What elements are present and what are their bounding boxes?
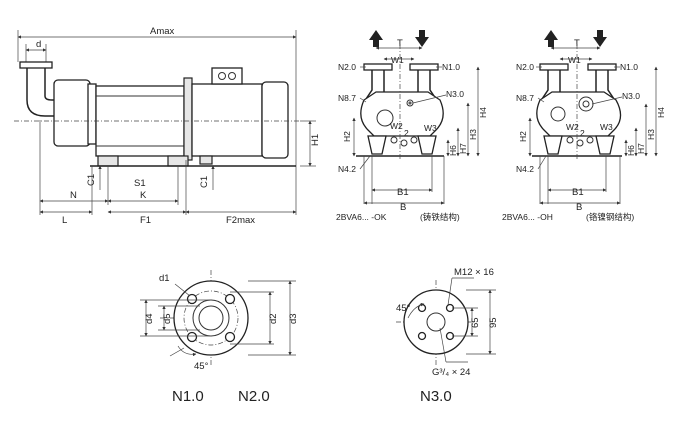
ok-n2-label: N2.0	[338, 62, 356, 72]
f2max-label: F2max	[226, 215, 255, 226]
h1-label: H1	[310, 134, 321, 146]
inlet-arrow-icon	[369, 30, 383, 47]
oh-h6-label: H6	[626, 145, 636, 156]
ok-t-label: T	[397, 38, 403, 49]
d5-label: d5	[162, 313, 173, 324]
oh-n2-label: N2.0	[516, 62, 534, 72]
oh-num2-label: 2	[580, 128, 585, 138]
side-view: Amax d H1	[14, 26, 321, 226]
ok-w3-label: W3	[424, 123, 437, 133]
front-view-oh: T W1 N2.0 N1.0 N8.7 N3.0 W2 W3 2 N4.2 H2	[502, 30, 666, 222]
ok-w1-label: W1	[391, 55, 404, 65]
d-label: d	[36, 39, 41, 50]
oh-inlet-arrow-icon	[544, 30, 558, 47]
front-view-ok: T W1 N2.0 N1.0 N8.7 N3.0 W2 W3	[336, 30, 488, 222]
oh-b1-label: B1	[572, 187, 584, 198]
ok-w2-label: W2	[390, 121, 403, 131]
oh-n4-label: N4.2	[516, 164, 534, 174]
ok-n3-label: N3.0	[446, 89, 464, 99]
ok-num2-label: 2	[404, 128, 409, 138]
l-label: L	[62, 215, 67, 226]
oh-outlet-arrow-icon	[593, 30, 607, 47]
n3-pipe-label: G³/₄ × 24	[432, 367, 470, 378]
oh-n3-label: N3.0	[622, 91, 640, 101]
ok-h7-label: H7	[458, 143, 468, 154]
n-label: N	[70, 190, 77, 201]
oh-w1-label: W1	[568, 55, 581, 65]
amax-label: Amax	[150, 26, 175, 37]
oh-h3-label: H3	[646, 129, 656, 140]
n1-caption: N1.0	[172, 388, 204, 405]
oh-model-label: 2BVA6... -OH	[502, 212, 553, 222]
outlet-arrow-icon	[415, 30, 429, 47]
oh-n8-label: N8.7	[516, 93, 534, 103]
n3-dim95-label: 95	[488, 317, 499, 328]
oh-h7-label: H7	[636, 143, 646, 154]
oh-h4-label: H4	[656, 107, 666, 118]
oh-t-label: T	[574, 38, 580, 49]
c1-right-label: C1	[199, 176, 210, 188]
ok-n4-label: N4.2	[338, 164, 356, 174]
ok-note-label: (铸铁结构)	[420, 212, 460, 222]
oh-w3-label: W3	[600, 122, 613, 132]
n3-caption: N3.0	[420, 388, 452, 405]
ok-h6-label: H6	[448, 145, 458, 156]
ok-h3-label: H3	[468, 129, 478, 140]
oh-w2-label: W2	[566, 122, 579, 132]
n2-caption: N2.0	[238, 388, 270, 405]
ok-n8-label: N8.7	[338, 93, 356, 103]
n3-thread-label: M12 × 16	[454, 267, 494, 278]
oh-b-label: B	[576, 202, 582, 213]
ok-b-label: B	[400, 202, 406, 213]
ok-h4-label: H4	[478, 107, 488, 118]
oh-h2-label: H2	[518, 131, 528, 142]
k-label: K	[140, 190, 147, 201]
n1-angle-label: 45°	[194, 361, 209, 372]
d3-label: d3	[288, 313, 299, 324]
flange-n3: M12 × 16 45° 65 95 G³/₄ × 24 N3.0	[396, 267, 499, 405]
oh-n1-label: N1.0	[620, 62, 638, 72]
ok-n1-label: N1.0	[442, 62, 460, 72]
d4-label: d4	[144, 313, 155, 324]
n3-angle-label: 45°	[396, 303, 411, 314]
d2-label: d2	[268, 313, 279, 324]
f1-label: F1	[140, 215, 151, 226]
d1-label: d1	[159, 273, 170, 284]
ok-model-label: 2BVA6... -OK	[336, 212, 387, 222]
flange-n1-n2: d1 d4 d5 d2 d3 45° N1.0 N2.0	[140, 270, 299, 405]
ok-h2-label: H2	[342, 131, 352, 142]
c1-left-label: C1	[86, 174, 97, 186]
n3-dim65-label: 65	[470, 317, 481, 328]
s1-label: S1	[134, 178, 146, 189]
oh-note-label: (铬镍钢结构)	[586, 212, 634, 222]
ok-b1-label: B1	[397, 187, 409, 198]
